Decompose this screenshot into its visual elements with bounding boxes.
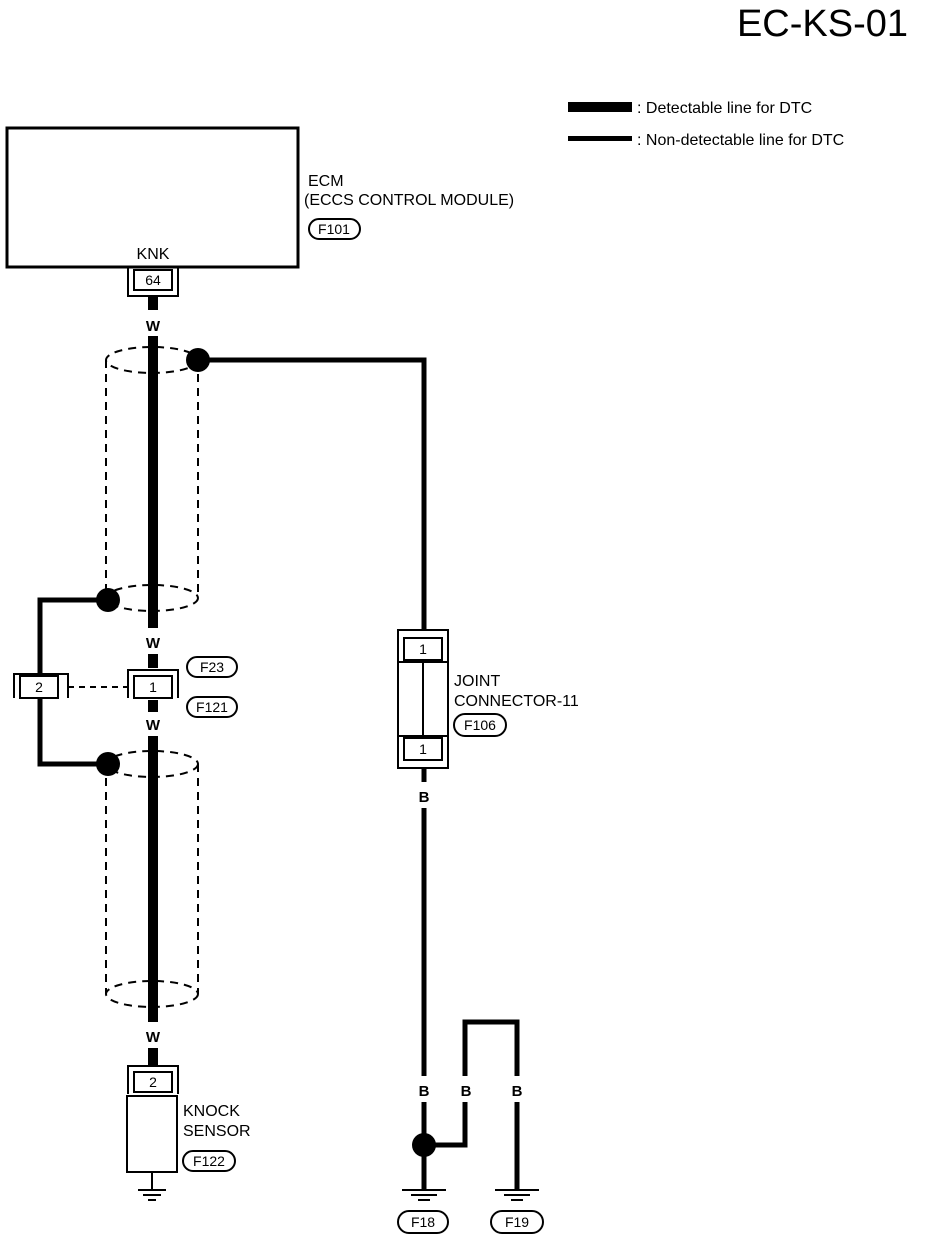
inline-connector: 2 1 F23 F121 (13, 656, 238, 718)
legend-non-detectable-label: : Non-detectable line for DTC (637, 132, 844, 149)
inline-right-bracket (127, 669, 179, 698)
connector-badge-f121 (186, 696, 238, 718)
shield-to-joint-wire (198, 357, 427, 630)
joint-connector-id: F106 (464, 717, 496, 733)
sensor-pin-box (133, 1071, 173, 1093)
joint-top-pin-box (403, 637, 443, 661)
ground-wiring: B B B B F18 F19 (397, 768, 544, 1234)
connector-id-f121: F121 (196, 699, 228, 715)
shield-drain-wire (37, 357, 427, 767)
connector-badge-f23 (186, 656, 238, 678)
inline-right-pin-box (133, 675, 173, 699)
joint-bottom-pin-box (403, 737, 443, 761)
sensor-connector-id: F122 (193, 1153, 225, 1169)
splice-dot (96, 588, 120, 612)
inline-left-pin-box (19, 675, 59, 699)
knock-sensor: 2 KNOCK SENSOR F122 (126, 1065, 251, 1201)
inline-left-pin: 2 (35, 679, 43, 695)
splice-dot (96, 752, 120, 776)
joint-connector-badge (453, 713, 507, 737)
ground-badge-f19 (490, 1210, 544, 1234)
ecm-connector-id: F101 (318, 221, 350, 237)
joint-top-bracket (397, 629, 449, 662)
splice-dot (186, 348, 210, 372)
wire-color-w4: W (146, 1029, 161, 1046)
shield-lower-drain (37, 698, 108, 767)
inline-right-pin: 1 (149, 679, 157, 695)
ground-badge-f18 (397, 1210, 449, 1234)
legend-detectable-label: : Detectable line for DTC (637, 100, 812, 117)
wire-color-w2: W (146, 635, 161, 652)
ecm-name: ECM (308, 173, 344, 190)
page-code: EC-KS-01 (737, 3, 908, 45)
sensor-name-line1: KNOCK (183, 1103, 240, 1120)
ecm-box (5, 126, 300, 269)
sensor-body (126, 1095, 178, 1173)
joint-bottom-pin: 1 (419, 741, 427, 757)
ground-id-f19: F19 (505, 1214, 529, 1230)
ecm-terminal-label: KNK (137, 246, 170, 263)
wire-color-b1: B (419, 789, 430, 806)
joint-name-line2: CONNECTOR-11 (454, 693, 579, 710)
wire-color-b3: B (461, 1083, 472, 1100)
ground-id-f18: F18 (411, 1214, 435, 1230)
ecm-terminal-pin: 64 (145, 272, 161, 288)
connector-id-f23: F23 (200, 659, 224, 675)
ecm-terminal-pin-box (133, 269, 173, 291)
ecm-subtitle: (ECCS CONTROL MODULE) (304, 192, 514, 209)
wire-color-w3: W (146, 717, 161, 734)
wire-color-b2: B (419, 1083, 430, 1100)
shield-bottom-ellipse (105, 980, 199, 1008)
sensor-connector-badge (182, 1150, 236, 1172)
legend: : Detectable line for DTC : Non-detectab… (568, 100, 844, 149)
knock-signal-wire: W W W W (146, 296, 161, 1066)
joint-name-line1: JOINT (454, 673, 500, 690)
ecm-block: ECM (ECCS CONTROL MODULE) F101 KNK 64 (5, 126, 514, 297)
wire-color-w1: W (146, 318, 161, 335)
legend-non-detectable-swatch (568, 136, 632, 141)
sensor-name-line2: SENSOR (183, 1123, 251, 1140)
sensor-connector-bracket (127, 1065, 179, 1094)
joint-connector: 1 1 JOINT CONNECTOR-11 F106 (397, 629, 579, 769)
shield-upper-drain (37, 597, 108, 674)
sensor-pin: 2 (149, 1074, 157, 1090)
wire-color-b4: B (512, 1083, 523, 1100)
legend-detectable-swatch (568, 102, 632, 112)
ecm-connector-badge (308, 218, 361, 240)
joint-top-pin: 1 (419, 641, 427, 657)
